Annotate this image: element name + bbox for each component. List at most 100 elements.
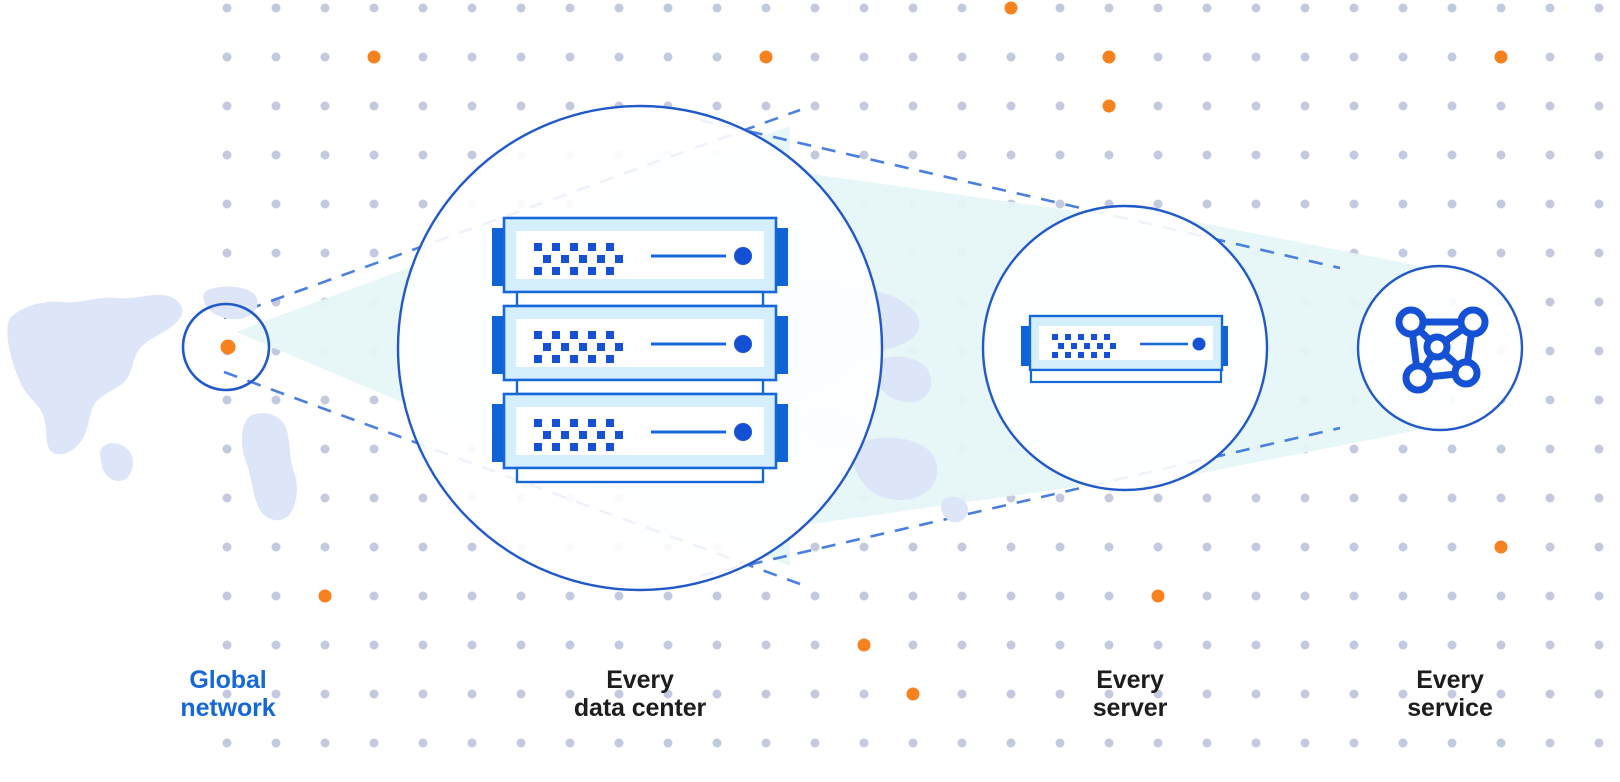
- grid-dot: [1300, 689, 1310, 699]
- grid-dot: [1153, 738, 1163, 748]
- grid-dot: [418, 542, 428, 552]
- grid-dot: [1055, 640, 1065, 650]
- grid-dot: [467, 52, 477, 62]
- grid-dot: [1447, 52, 1457, 62]
- grid-dot: [810, 3, 820, 13]
- grid-dot: [859, 738, 869, 748]
- grid-dot: [369, 689, 379, 699]
- grid-dot: [1594, 297, 1604, 307]
- grid-dot: [1300, 52, 1310, 62]
- grid-dot: [1594, 346, 1604, 356]
- grid-dot: [1251, 591, 1261, 601]
- grid-dot: [1202, 542, 1212, 552]
- grid-dot: [271, 150, 281, 160]
- grid-dot: [320, 493, 330, 503]
- grid-dot: [908, 640, 918, 650]
- grid-dot: [320, 3, 330, 13]
- grid-dot: [810, 101, 820, 111]
- grid-dot: [663, 591, 673, 601]
- grid-dot: [1300, 738, 1310, 748]
- grid-dot: [957, 3, 967, 13]
- grid-dot-highlighted: [759, 50, 773, 64]
- grid-dot: [418, 591, 428, 601]
- grid-dot: [467, 3, 477, 13]
- grid-dot: [810, 52, 820, 62]
- grid-dot: [908, 52, 918, 62]
- grid-dot: [1545, 101, 1555, 111]
- grid-dot: [1300, 640, 1310, 650]
- grid-dot: [712, 689, 722, 699]
- grid-dot: [418, 150, 428, 160]
- dashed-line-top-mid: [699, 118, 1341, 270]
- grid-dot: [565, 738, 575, 748]
- grid-dot: [957, 640, 967, 650]
- grid-dot: [1447, 689, 1457, 699]
- grid-dot: [1496, 248, 1506, 258]
- grid-dot: [614, 3, 624, 13]
- grid-dot: [467, 542, 477, 552]
- grid-dot: [222, 542, 232, 552]
- grid-dot: [467, 591, 477, 601]
- stage-label-global-network: Global network: [180, 666, 276, 722]
- grid-dot: [1202, 199, 1212, 209]
- grid-dot: [1006, 542, 1016, 552]
- grid-dot: [859, 52, 869, 62]
- grid-dot-highlighted: [906, 687, 920, 701]
- grid-dot: [957, 52, 967, 62]
- grid-dot: [1153, 640, 1163, 650]
- grid-dot: [663, 3, 673, 13]
- grid-dot: [1153, 52, 1163, 62]
- grid-dot: [1496, 101, 1506, 111]
- grid-dot: [1202, 689, 1212, 699]
- server-led-dots: [1052, 334, 1116, 358]
- grid-dot: [761, 738, 771, 748]
- grid-dot: [565, 3, 575, 13]
- grid-dot: [1594, 444, 1604, 454]
- grid-dot: [1545, 150, 1555, 160]
- grid-dot: [957, 542, 967, 552]
- grid-dot: [1055, 493, 1065, 503]
- grid-dot: [271, 689, 281, 699]
- grid-dot: [418, 199, 428, 209]
- grid-dot: [320, 395, 330, 405]
- server-led-dots: [534, 243, 623, 275]
- grid-dot: [1594, 248, 1604, 258]
- grid-dot: [1202, 738, 1212, 748]
- grid-dot: [1153, 493, 1163, 503]
- grid-dot: [222, 395, 232, 405]
- grid-dot: [1055, 3, 1065, 13]
- grid-dot: [1594, 689, 1604, 699]
- grid-dot: [1055, 52, 1065, 62]
- grid-dot: [1594, 591, 1604, 601]
- grid-dot: [1349, 689, 1359, 699]
- grid-dot: [1447, 150, 1457, 160]
- grid-dot: [859, 150, 869, 160]
- grid-dot: [761, 101, 771, 111]
- grid-dot: [1251, 52, 1261, 62]
- grid-dot: [859, 3, 869, 13]
- grid-dot: [320, 52, 330, 62]
- grid-dot: [222, 101, 232, 111]
- grid-dot: [1545, 3, 1555, 13]
- grid-dot: [810, 689, 820, 699]
- grid-dot: [614, 738, 624, 748]
- grid-dot: [1202, 640, 1212, 650]
- grid-dot: [467, 101, 477, 111]
- grid-dot: [1300, 591, 1310, 601]
- grid-dot: [614, 640, 624, 650]
- grid-dot: [1545, 738, 1555, 748]
- grid-dot: [712, 738, 722, 748]
- grid-dot: [1104, 640, 1114, 650]
- grid-dot-highlighted: [1151, 589, 1165, 603]
- grid-dot: [1251, 738, 1261, 748]
- grid-dot: [516, 591, 526, 601]
- grid-dot: [565, 689, 575, 699]
- grid-dot: [908, 150, 918, 160]
- grid-dot: [222, 591, 232, 601]
- server-unit: [492, 216, 788, 308]
- grid-dot: [1398, 591, 1408, 601]
- grid-dot: [320, 542, 330, 552]
- grid-dot: [1300, 199, 1310, 209]
- grid-dot: [320, 199, 330, 209]
- grid-dot: [320, 101, 330, 111]
